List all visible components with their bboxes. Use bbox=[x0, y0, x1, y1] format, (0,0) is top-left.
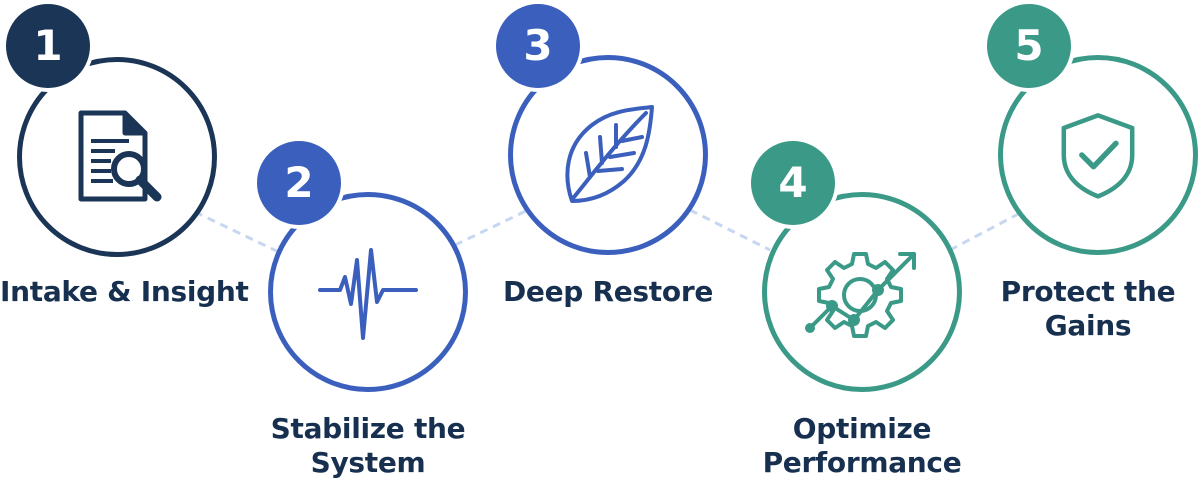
step-1-title-line-1: Intake & Insight bbox=[0, 275, 249, 308]
step-4-title: Optimize Performance bbox=[742, 412, 982, 480]
step-1-badge: 1 bbox=[2, 0, 94, 92]
step-2-title-line-1: Stabilize the bbox=[270, 412, 466, 445]
document-magnifier-icon bbox=[78, 110, 162, 202]
step-4-number: 4 bbox=[778, 158, 808, 207]
step-5-number: 5 bbox=[1014, 21, 1044, 70]
connector-3-4 bbox=[689, 208, 771, 252]
shield-check-icon bbox=[1061, 113, 1135, 199]
step-4-title-line-1: Optimize bbox=[792, 412, 932, 445]
connector-1-2 bbox=[194, 210, 286, 257]
gear-growth-chart-icon bbox=[805, 252, 916, 338]
step-5-badge: 5 bbox=[983, 0, 1075, 92]
step-2-badge: 2 bbox=[253, 137, 345, 229]
step-3-title-line-1: Deep Restore bbox=[502, 275, 714, 308]
step-2-title-line-2: System bbox=[310, 446, 426, 479]
connector-2-3 bbox=[454, 208, 529, 247]
connector-4-5 bbox=[949, 210, 1023, 252]
step-3-number: 3 bbox=[523, 21, 553, 70]
step-5-title: Protect the Gains bbox=[978, 275, 1198, 343]
step-3-title: Deep Restore bbox=[488, 275, 728, 309]
step-5-title-line-1: Protect the bbox=[1000, 275, 1176, 308]
leaf-icon bbox=[565, 105, 654, 203]
step-2-title: Stabilize the System bbox=[248, 412, 488, 480]
step-5-title-line-2: Gains bbox=[1044, 309, 1132, 342]
heartbeat-pulse-icon bbox=[318, 248, 418, 340]
step-2-number: 2 bbox=[284, 158, 314, 207]
step-3-badge: 3 bbox=[492, 0, 584, 92]
step-1-circle bbox=[17, 57, 217, 257]
step-2-circle bbox=[268, 192, 468, 392]
step-4-title-line-2: Performance bbox=[762, 446, 962, 479]
step-4-badge: 4 bbox=[747, 137, 839, 229]
step-1-number: 1 bbox=[33, 21, 63, 70]
step-1-title: Intake & Insight bbox=[0, 275, 249, 309]
